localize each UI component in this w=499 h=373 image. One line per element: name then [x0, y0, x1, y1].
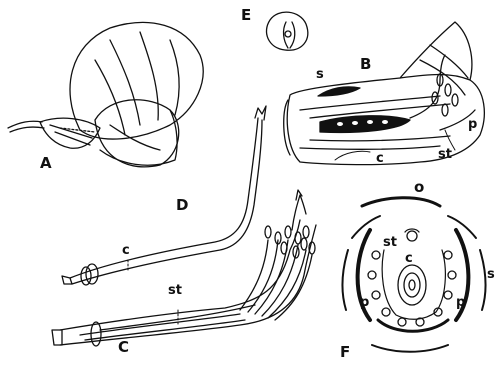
label-panel-c: C	[118, 340, 129, 355]
label-b-petal: p	[468, 118, 477, 131]
label-panel-a: A	[40, 156, 52, 171]
label-b-carpel: c	[376, 152, 384, 165]
panel-a-flower	[8, 22, 203, 166]
label-panel-e: E	[241, 8, 251, 23]
panel-b-section	[284, 22, 485, 165]
label-b-stamen: st	[438, 148, 452, 161]
label-d-carpel: c	[122, 244, 130, 257]
panel-f-floral-diagram	[342, 198, 485, 352]
label-f-petal-right: p	[456, 296, 465, 309]
label-panel-f: F	[340, 345, 350, 360]
panel-d-pistil	[62, 106, 266, 285]
label-f-stamen: st	[383, 236, 397, 249]
label-f-sepal: s	[487, 268, 495, 281]
label-f-carpel: c	[405, 252, 413, 265]
label-b-sepal: s	[316, 68, 324, 81]
label-f-petal-left: p	[360, 296, 369, 309]
panel-e-seed	[266, 12, 307, 50]
label-panel-b: B	[360, 57, 371, 72]
label-c-stamen: st	[168, 284, 182, 297]
label-f-standard: o	[414, 180, 424, 195]
label-panel-d: D	[176, 198, 188, 213]
